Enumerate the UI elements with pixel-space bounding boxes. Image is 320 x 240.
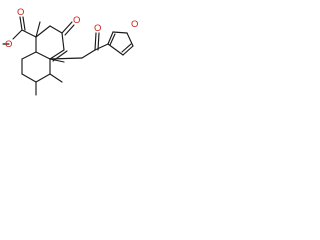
bond bbox=[126, 32, 134, 47]
ester-oxygen-label: O bbox=[5, 39, 12, 50]
ester-carbonyl-oxygen-label: O bbox=[17, 7, 24, 18]
furan-ring bbox=[107, 31, 134, 56]
bond bbox=[109, 33, 116, 46]
bond bbox=[35, 51, 51, 60]
bond bbox=[22, 16, 26, 31]
bond bbox=[112, 31, 128, 34]
bond bbox=[35, 21, 41, 38]
bond bbox=[121, 43, 132, 53]
bond bbox=[61, 21, 73, 34]
ketone-group bbox=[61, 21, 75, 36]
bond bbox=[49, 73, 63, 83]
ester-group bbox=[2, 16, 41, 45]
bond bbox=[49, 57, 83, 60]
bond bbox=[64, 24, 75, 36]
bond bbox=[21, 73, 37, 83]
side-chain bbox=[49, 32, 109, 60]
bond bbox=[122, 45, 134, 56]
bond bbox=[19, 16, 23, 31]
bond bbox=[61, 32, 65, 51]
bond bbox=[49, 49, 65, 60]
bond bbox=[35, 73, 51, 83]
bond bbox=[21, 51, 37, 60]
bond bbox=[81, 49, 96, 59]
bond bbox=[49, 25, 63, 34]
ketone-oxygen-label: O bbox=[73, 15, 80, 26]
bond bbox=[107, 31, 114, 45]
bond bbox=[94, 32, 97, 51]
bond bbox=[107, 43, 124, 56]
molecule-diagram: O O O O O bbox=[2, 7, 138, 96]
ring-a bbox=[35, 25, 68, 62]
side-carbonyl-oxygen-label: O bbox=[94, 23, 101, 34]
bond bbox=[21, 29, 37, 38]
bond bbox=[12, 29, 23, 40]
ring-b bbox=[21, 51, 51, 83]
furan-oxygen-label: O bbox=[131, 19, 138, 30]
bond bbox=[97, 32, 100, 51]
bond bbox=[94, 43, 109, 51]
bond bbox=[35, 25, 51, 38]
